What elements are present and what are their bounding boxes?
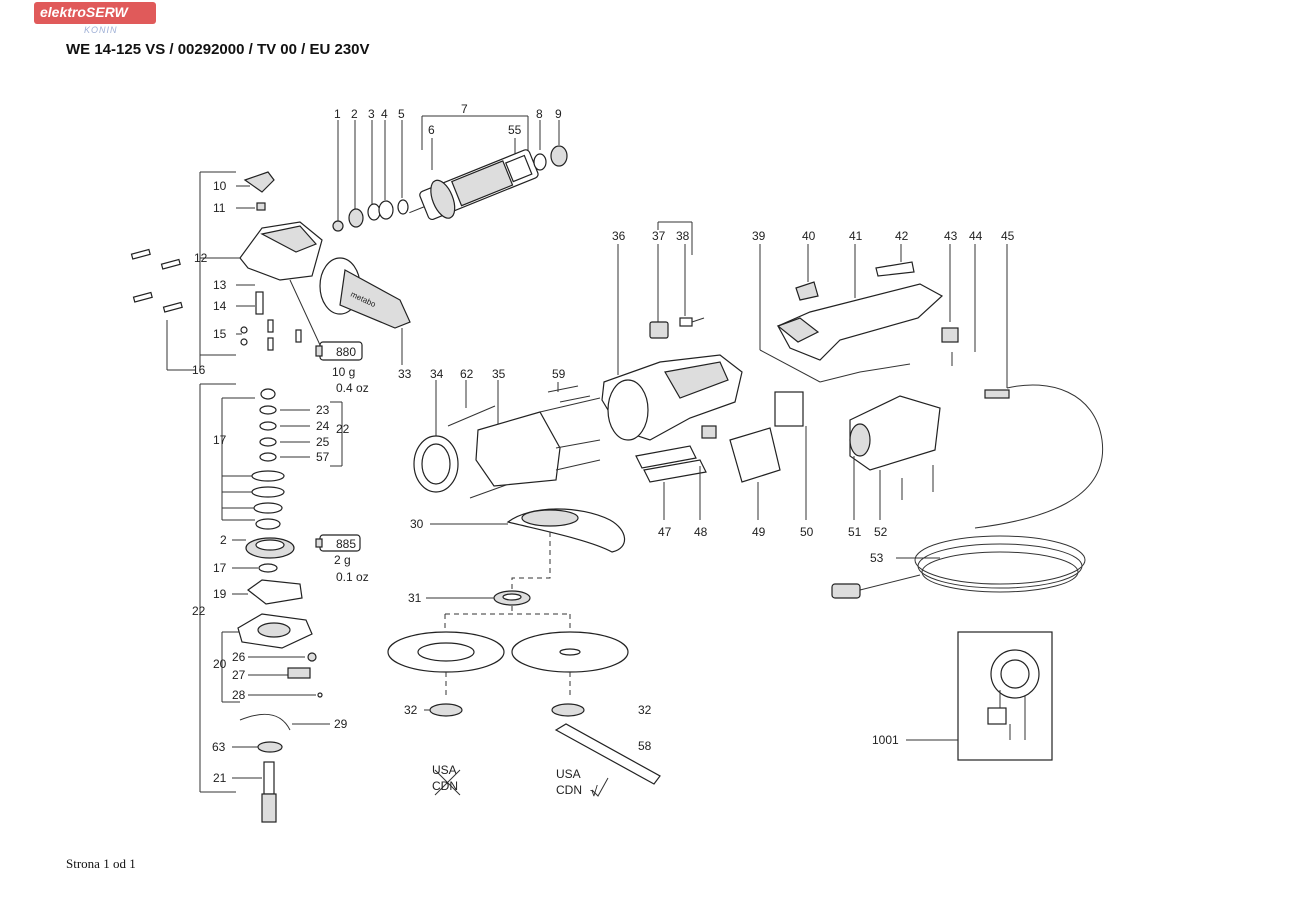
label-35: 35 <box>492 367 506 381</box>
label-16: 16 <box>192 363 206 377</box>
label-3: 3 <box>368 107 375 121</box>
label-59: 59 <box>552 367 566 381</box>
gear-head-group <box>130 171 363 371</box>
grease-885-weight: 2 g <box>334 553 351 567</box>
label-2b: 2 <box>220 533 227 547</box>
label-62: 62 <box>460 367 474 381</box>
label-52: 52 <box>874 525 888 539</box>
label-24: 24 <box>316 419 330 433</box>
logo-subtext: KONIN <box>84 25 118 35</box>
label-6: 6 <box>428 123 435 137</box>
label-49: 49 <box>752 525 766 539</box>
excluded-cdn: CDN <box>432 779 458 793</box>
label-7: 7 <box>461 102 468 116</box>
label-51: 51 <box>848 525 862 539</box>
label-29: 29 <box>334 717 348 731</box>
included-checkmark: √ <box>590 783 598 799</box>
grease-885-weight-oz: 0.1 oz <box>336 570 369 584</box>
spindle-stack <box>199 383 361 823</box>
brush-group <box>649 221 705 339</box>
grease-885-code: 885 <box>336 537 356 551</box>
motor-housing <box>601 244 743 441</box>
label-44: 44 <box>969 229 983 243</box>
label-43: 43 <box>944 229 958 243</box>
label-53: 53 <box>870 551 884 565</box>
label-8: 8 <box>536 107 543 121</box>
elektroserw-logo <box>34 2 156 24</box>
label-15: 15 <box>213 327 227 341</box>
label-14: 14 <box>213 299 227 313</box>
excluded-usa: USA <box>432 763 457 777</box>
label-55: 55 <box>508 123 522 137</box>
label-12: 12 <box>194 251 208 265</box>
label-50: 50 <box>800 525 814 539</box>
included-usa: USA <box>556 767 581 781</box>
guard-and-discs <box>387 508 661 797</box>
label-20: 20 <box>213 657 227 671</box>
label-4: 4 <box>381 107 388 121</box>
wiring-diagram <box>906 631 1053 761</box>
grease-880-code: 880 <box>336 345 356 359</box>
label-31: 31 <box>408 591 422 605</box>
logo-text: elektroSERW <box>40 4 128 20</box>
grease-880-weight: 10 g <box>332 365 355 379</box>
label-33: 33 <box>398 367 412 381</box>
label-45: 45 <box>1001 229 1015 243</box>
label-17a: 17 <box>213 433 227 447</box>
label-19: 19 <box>213 587 227 601</box>
label-32b: 32 <box>638 703 652 717</box>
electronics-group <box>635 391 941 520</box>
label-30: 30 <box>410 517 424 531</box>
label-39: 39 <box>752 229 766 243</box>
page-counter: Strona 1 od 1 <box>66 856 136 871</box>
label-5: 5 <box>398 107 405 121</box>
label-28: 28 <box>232 688 246 702</box>
label-21: 21 <box>213 771 227 785</box>
label-41: 41 <box>849 229 863 243</box>
label-37: 37 <box>652 229 666 243</box>
armature-group <box>332 115 568 232</box>
label-2: 2 <box>351 107 358 121</box>
label-63: 63 <box>212 740 226 754</box>
label-27: 27 <box>232 668 246 682</box>
side-handle <box>319 257 411 365</box>
label-22b: 22 <box>192 604 206 618</box>
label-11: 11 <box>213 201 226 215</box>
stator-group <box>413 380 601 499</box>
cover-group <box>759 244 1104 529</box>
label-9: 9 <box>555 107 562 121</box>
label-38: 38 <box>676 229 690 243</box>
label-57: 57 <box>316 450 330 464</box>
label-10: 10 <box>213 179 227 193</box>
label-47: 47 <box>658 525 672 539</box>
label-13: 13 <box>213 278 227 292</box>
included-cdn: CDN <box>556 783 582 797</box>
label-34: 34 <box>430 367 444 381</box>
label-48: 48 <box>694 525 708 539</box>
label-17b: 17 <box>213 561 227 575</box>
page-title: WE 14-125 VS / 00292000 / TV 00 / EU 230… <box>66 41 370 58</box>
label-42: 42 <box>895 229 909 243</box>
label-22a: 22 <box>336 422 350 436</box>
label-25: 25 <box>316 435 330 449</box>
label-40: 40 <box>802 229 816 243</box>
label-36: 36 <box>612 229 626 243</box>
label-26: 26 <box>232 650 246 664</box>
label-32a: 32 <box>404 703 418 717</box>
label-1: 1 <box>334 107 341 121</box>
label-1001: 1001 <box>872 733 899 747</box>
label-23: 23 <box>316 403 330 417</box>
grease-880-weight-oz: 0.4 oz <box>336 381 369 395</box>
power-cable <box>831 535 1086 599</box>
label-58: 58 <box>638 739 652 753</box>
